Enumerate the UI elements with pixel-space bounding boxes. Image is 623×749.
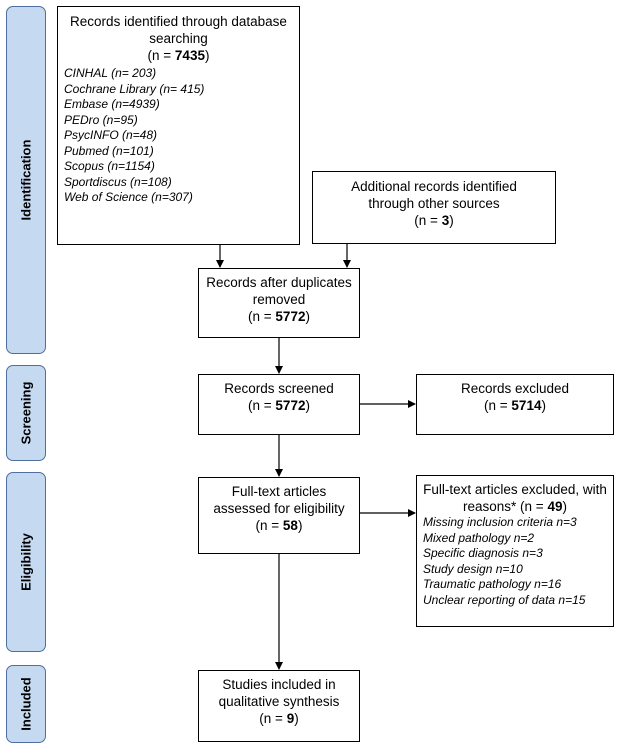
box-fulltext-excluded: Full-text articles excluded, with reason…	[416, 475, 614, 627]
reason-item: Mixed pathology n=2	[423, 530, 535, 545]
fulltext-excluded-reasons: Missing inclusion criteria n=3 Mixed pat…	[423, 515, 607, 608]
reason-item: Study design n=10	[423, 561, 523, 576]
source-item: Pubmed (n=101)	[64, 143, 154, 158]
screened-title: Records screened	[224, 381, 334, 396]
reason-item: Traumatic pathology n=16	[423, 577, 562, 591]
included-count: (n = 9)	[259, 711, 299, 726]
stage-eligibility: Eligibility	[6, 472, 46, 652]
box-fulltext-assessed: Full-text articles assessed for eligibil…	[198, 477, 360, 554]
fulltext-title: Full-text articles assessed for eligibil…	[213, 484, 345, 516]
stage-identification: Identification	[6, 6, 46, 354]
included-title: Studies included in qualitative synthesi…	[218, 677, 340, 709]
box-additional-records: Additional records identified through ot…	[312, 171, 556, 244]
box-records-screened: Records screened (n = 5772)	[198, 374, 360, 435]
fulltext-count: (n = 58)	[255, 518, 303, 533]
source-item: CINHAL (n= 203)	[64, 66, 157, 80]
source-item: PEDro (n=95)	[64, 112, 138, 127]
stage-screening: Screening	[6, 365, 46, 461]
source-item: PsycINFO (n=48)	[64, 128, 158, 142]
identified-sources: CINHAL (n= 203) Cochrane Library (n= 415…	[64, 66, 293, 206]
excluded-count: (n = 5714)	[484, 398, 546, 413]
additional-count: (n = 3)	[414, 213, 454, 228]
box-records-identified: Records identified through database sear…	[57, 6, 300, 245]
source-item: Web of Science (n=307)	[64, 190, 193, 204]
box-duplicates-removed: Records after duplicates removed (n = 57…	[198, 268, 360, 338]
screened-count: (n = 5772)	[248, 398, 310, 413]
reason-item: Missing inclusion criteria n=3	[423, 515, 577, 529]
source-item: Sportdiscus (n=108)	[64, 174, 172, 189]
deduplicated-count: (n = 5772)	[248, 309, 310, 324]
stage-included: Included	[6, 665, 46, 743]
additional-title: Additional records identified through ot…	[351, 179, 517, 211]
box-records-excluded: Records excluded (n = 5714)	[416, 374, 614, 435]
identified-title: Records identified through database sear…	[70, 14, 287, 46]
reason-item: Specific diagnosis n=3	[423, 546, 543, 560]
source-item: Scopus (n=1154)	[64, 159, 155, 173]
excluded-title: Records excluded	[460, 381, 570, 396]
box-studies-included: Studies included in qualitative synthesi…	[198, 670, 360, 742]
deduplicated-title: Records after duplicates removed	[206, 275, 352, 307]
source-item: Embase (n=4939)	[64, 97, 160, 111]
identified-count: (n = 7435)	[147, 48, 210, 63]
reason-item: Unclear reporting of data n=15	[423, 592, 586, 607]
source-item: Cochrane Library (n= 415)	[64, 81, 205, 96]
fulltext-excluded-heading: Full-text articles excluded, with reason…	[423, 482, 607, 514]
